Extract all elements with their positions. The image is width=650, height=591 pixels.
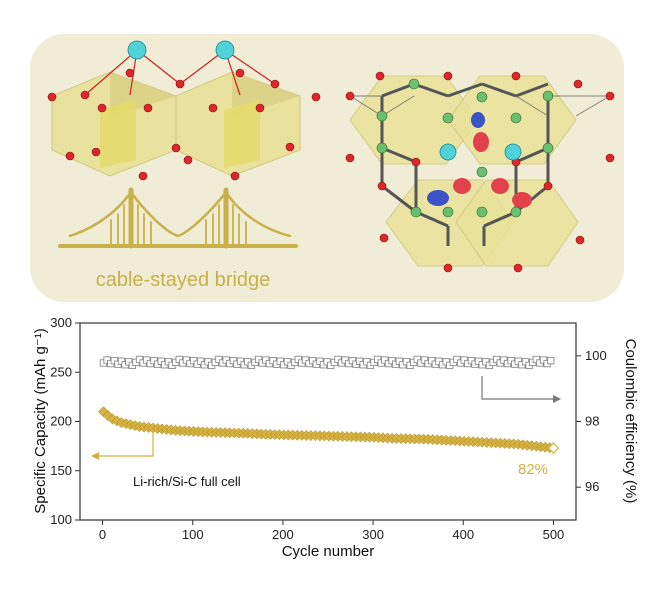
x-tick-label: 0 [99, 527, 106, 542]
y-axis-title-left: Specific Capacity (mAh g⁻¹) [32, 328, 49, 513]
y-tick-label: 150 [50, 463, 72, 478]
y-axis-left: 100 150 200 250 300 [50, 315, 80, 527]
coulombic-efficiency-series [99, 355, 555, 370]
plot-frame [79, 322, 577, 521]
y-right-tick-label: 100 [585, 348, 607, 363]
y-axis-right: 96 98 100 [576, 348, 607, 494]
efficiency-point [547, 356, 555, 365]
x-axis: 0 100 200 300 400 500 [99, 520, 564, 542]
left-oxygen-atoms [47, 68, 321, 181]
y-right-tick-label: 96 [585, 479, 599, 494]
left-axis-arrow [91, 432, 154, 460]
structure-illustration: cable-stayed bridge [30, 34, 624, 302]
retention-annotation: 82% [518, 461, 548, 478]
x-tick-label: 300 [362, 527, 384, 542]
x-tick-label: 100 [182, 527, 204, 542]
cell-annotation: Li-rich/Si-C full cell [133, 474, 241, 489]
y-tick-label: 100 [50, 512, 72, 527]
x-tick-label: 500 [543, 527, 565, 542]
right-orbitals [427, 112, 532, 208]
x-axis-title: Cycle number [282, 543, 375, 560]
right-oxygen-atoms [345, 71, 615, 273]
capacity-series [98, 406, 560, 454]
right-axis-arrow [481, 376, 561, 403]
x-tick-label: 200 [272, 527, 294, 542]
right-transition-metal-atoms [376, 78, 554, 218]
y-tick-label: 200 [50, 414, 72, 429]
y-tick-label: 250 [50, 364, 72, 379]
y-right-tick-label: 98 [585, 414, 599, 429]
left-lithium-atoms [127, 40, 235, 60]
x-tick-label: 400 [452, 527, 474, 542]
bridge-label: cable-stayed bridge [96, 269, 271, 291]
y-tick-label: 300 [50, 315, 72, 330]
capacity-point-last [547, 442, 560, 454]
bridge-icon [58, 187, 298, 249]
right-lithium-atoms [439, 143, 522, 161]
y-axis-title-right: Coulombic efficiency (%) [622, 339, 639, 504]
